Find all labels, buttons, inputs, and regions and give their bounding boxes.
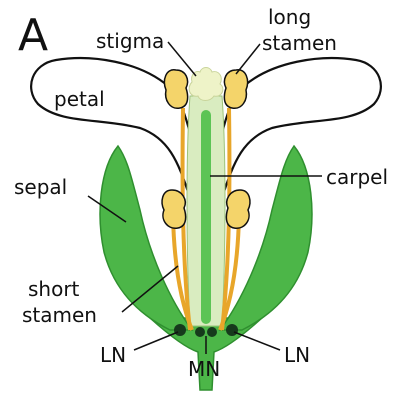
left-sepal — [100, 146, 192, 330]
panel-letter: A — [18, 10, 48, 61]
carpel-label: carpel — [326, 165, 388, 189]
short-stamen-label-line1: short — [28, 277, 80, 301]
ln-right-label: LN — [284, 343, 310, 367]
long-stamen-label-line1: long — [268, 5, 311, 29]
short-stamen-label-line2: stamen — [22, 303, 97, 327]
stigma-label: stigma — [96, 29, 164, 53]
long-stamen-leader — [236, 44, 260, 74]
right-sepal — [220, 146, 312, 330]
petal-label: petal — [54, 87, 105, 111]
sepal-label: sepal — [14, 175, 67, 199]
lateral-nectary-right — [226, 324, 238, 336]
mn-label: MN — [188, 357, 220, 381]
short-stamen-anther-right — [226, 190, 250, 228]
ln-left-label: LN — [100, 343, 126, 367]
long-stamen-label-line2: stamen — [262, 31, 337, 55]
ln-right-leader — [234, 332, 280, 350]
carpel-core — [201, 110, 211, 324]
lateral-nectary-left — [174, 324, 186, 336]
long-stamen-anther-left — [164, 70, 187, 108]
long-stamen-anther-right — [224, 70, 247, 108]
median-nectary-left — [195, 327, 205, 337]
short-stamen-anther-left — [162, 190, 186, 228]
ln-left-leader — [134, 332, 178, 350]
stigma — [189, 68, 223, 101]
median-nectary-right — [207, 327, 217, 337]
